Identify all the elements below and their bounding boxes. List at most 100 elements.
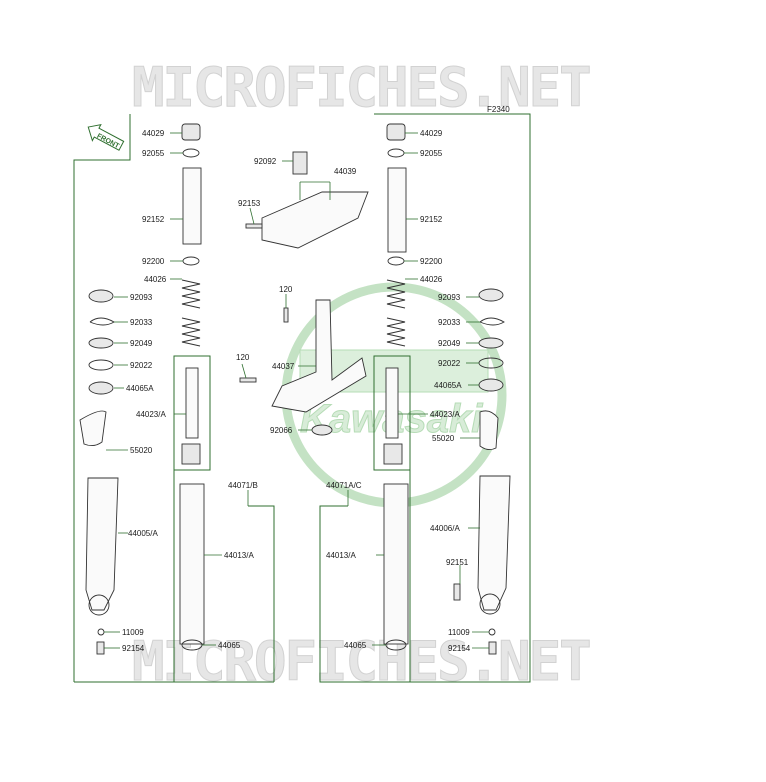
label-92049-left: 92049 <box>130 339 153 348</box>
label-44071B: 44071/B <box>228 481 258 490</box>
label-44037: 44037 <box>272 362 295 371</box>
dust-seal-left <box>88 289 114 303</box>
label-44026-left: 44026 <box>144 275 167 284</box>
label-92093-right: 92093 <box>438 293 461 302</box>
washer-11009-left <box>97 628 105 636</box>
axle-clamp-right <box>479 593 501 615</box>
label-11009-left: 11009 <box>122 628 144 637</box>
label-92022-left: 92022 <box>130 361 153 370</box>
bolt-92154-right <box>488 641 497 655</box>
right-frame <box>319 113 531 683</box>
right-cartridge-box <box>373 355 411 471</box>
label-44023A-left: 44023/A <box>136 410 166 419</box>
spring-right <box>386 279 406 347</box>
left-parts <box>79 123 205 655</box>
label-92022-right: 92022 <box>438 359 461 368</box>
label-92200-left: 92200 <box>142 257 165 266</box>
clip-right <box>479 317 505 326</box>
label-11009-right: 11009 <box>448 628 470 637</box>
label-92055-left: 92055 <box>142 149 165 158</box>
left-frame <box>73 114 131 682</box>
axle-clamp-left <box>88 594 110 616</box>
bolt-120-a <box>283 307 289 323</box>
label-44039: 44039 <box>334 167 357 176</box>
bolt-92153 <box>245 223 263 229</box>
bolt-120-b <box>239 377 257 383</box>
bushing-right <box>478 378 504 392</box>
spacer-tube-left <box>182 167 202 245</box>
washer-left <box>182 256 200 266</box>
figure-code: F2340 <box>487 105 510 114</box>
guard-left <box>79 410 107 447</box>
cap-bolt-left <box>181 123 201 141</box>
label-92093-left: 92093 <box>130 293 153 302</box>
cap-bolt-right <box>386 123 406 141</box>
oring-left <box>182 148 200 158</box>
label-120-a: 120 <box>279 285 293 294</box>
label-44013A-right: 44013/A <box>326 551 356 560</box>
part-labels: 44029 92055 92152 92200 44026 92093 9203… <box>122 129 471 653</box>
label-44029-right: 44029 <box>420 129 443 138</box>
label-92154-right: 92154 <box>448 644 471 653</box>
label-44005A: 44005/A <box>128 529 158 538</box>
label-92154-left: 92154 <box>122 644 145 653</box>
inner-tube-right <box>383 483 409 645</box>
label-44065-left: 44065 <box>218 641 241 650</box>
label-92049-right: 92049 <box>438 339 461 348</box>
label-92055-right: 92055 <box>420 149 443 158</box>
left-cartridge-box <box>173 355 211 471</box>
label-44029-left: 44029 <box>142 129 165 138</box>
stem-44037 <box>271 299 367 413</box>
washer-right <box>387 256 405 266</box>
watermark-top: MICROFICHES.NET <box>132 56 590 119</box>
label-44065A-left: 44065A <box>126 384 154 393</box>
label-55020-left: 55020 <box>130 446 153 455</box>
clip-left <box>89 317 115 326</box>
outer-tube-right <box>477 475 511 611</box>
oil-seal-left <box>88 337 114 349</box>
inner-tube-left <box>179 483 205 645</box>
spacer-tube-right <box>387 167 407 253</box>
spring-left <box>181 279 201 347</box>
left-frame-right <box>248 505 275 682</box>
center-parts <box>239 151 369 436</box>
bolt-92154-left <box>96 641 105 655</box>
label-92200-right: 92200 <box>420 257 443 266</box>
label-44013A-left: 44013/A <box>224 551 254 560</box>
valve-right <box>383 443 403 465</box>
upper-bracket-44039 <box>261 191 369 249</box>
label-44006A: 44006/A <box>430 524 460 533</box>
oil-seal-right <box>478 337 504 349</box>
cylinder-right <box>385 367 399 439</box>
label-55020-right: 55020 <box>432 434 455 443</box>
label-92066: 92066 <box>270 426 293 435</box>
label-44026-right: 44026 <box>420 275 443 284</box>
spacer-92092 <box>292 151 308 175</box>
label-44065A-right: 44065A <box>434 381 462 390</box>
front-arrow: FRONT <box>87 124 125 151</box>
cylinder-left <box>185 367 199 439</box>
bushing-left <box>88 381 114 395</box>
oring-right <box>387 148 405 158</box>
dust-seal-right <box>478 288 504 302</box>
label-92152-right: 92152 <box>420 215 443 224</box>
label-44071AC: 44071A/C <box>326 481 362 490</box>
label-92151: 92151 <box>446 558 469 567</box>
outer-tube-left <box>85 477 119 611</box>
label-44065-right: 44065 <box>344 641 367 650</box>
leader-lines <box>104 132 489 649</box>
label-92152-left: 92152 <box>142 215 165 224</box>
label-92092: 92092 <box>254 157 277 166</box>
valve-left <box>181 443 201 465</box>
label-92033-right: 92033 <box>438 318 461 327</box>
label-120-b: 120 <box>236 353 250 362</box>
front-arrow-icon <box>87 124 125 151</box>
bolt-92151-right <box>453 583 461 601</box>
guard-right <box>479 410 499 451</box>
label-92153: 92153 <box>238 199 261 208</box>
label-92033-left: 92033 <box>130 318 153 327</box>
label-44023A-right: 44023/A <box>430 410 460 419</box>
ring-92066 <box>311 424 333 436</box>
